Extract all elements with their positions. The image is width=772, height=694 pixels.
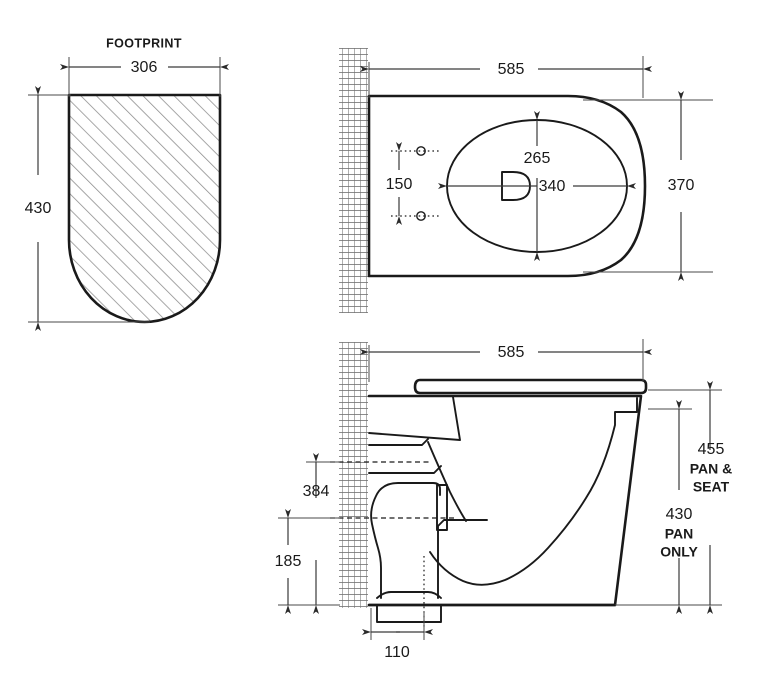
elevation-inlet-height-dimension: 384 bbox=[303, 453, 340, 614]
plan-wall bbox=[339, 48, 368, 313]
elevation-outlet-height-value: 185 bbox=[275, 553, 302, 570]
elevation-pan-seat-value: 455 bbox=[698, 441, 725, 458]
elevation-bowl-profile-right bbox=[429, 397, 638, 586]
elevation-inlet-step-upper bbox=[368, 438, 429, 446]
elevation-inlet-height-value: 384 bbox=[303, 483, 330, 500]
plan-width-value: 370 bbox=[668, 177, 695, 194]
elevation-pan-seat-height-dimension: 455 PAN & SEAT bbox=[615, 381, 733, 614]
elevation-length-dimension: 585 bbox=[360, 339, 652, 382]
elevation-pan-only-label-1: PAN bbox=[665, 526, 694, 542]
elevation-pan-outline bbox=[367, 394, 643, 607]
plan-pan-outline bbox=[367, 94, 647, 278]
plan-fixing-holes bbox=[391, 146, 441, 221]
elevation-outlet-offset-dimension: 110 bbox=[362, 608, 433, 661]
plan-bolt-spacing-value: 150 bbox=[386, 176, 413, 193]
elevation-inlet-wedge bbox=[368, 396, 461, 441]
footprint-view: FOOTPRINT 306 430 bbox=[25, 36, 229, 331]
elevation-trap-left bbox=[370, 482, 441, 599]
elevation-seat bbox=[413, 378, 648, 395]
plan-bolt-spacing-dimension: 150 bbox=[386, 142, 413, 225]
plan-bowl-width-value: 340 bbox=[539, 178, 566, 195]
footprint-shape bbox=[67, 93, 222, 324]
footprint-height-dimension: 430 bbox=[25, 86, 150, 331]
footprint-title: FOOTPRINT bbox=[106, 36, 182, 50]
elevation-pan-only-label-2: ONLY bbox=[660, 544, 698, 560]
elevation-pan-only-height-dimension: 430 PAN ONLY bbox=[648, 400, 698, 614]
elevation-wall bbox=[339, 342, 368, 608]
elevation-waste-pipe bbox=[376, 604, 442, 623]
elevation-length-value: 585 bbox=[498, 344, 525, 361]
footprint-width-value: 306 bbox=[131, 59, 158, 76]
plan-bowl-length-value: 265 bbox=[524, 150, 551, 167]
plan-length-dimension: 585 bbox=[360, 56, 652, 98]
elevation-inlet-step-lower bbox=[368, 465, 442, 474]
elevation-waste-flange-top bbox=[376, 591, 442, 599]
elevation-view: 585 455 PAN & SEAT 430 PAN ONLY 384 bbox=[275, 339, 733, 661]
plan-length-value: 585 bbox=[498, 61, 525, 78]
elevation-outlet-height-dimension: 185 bbox=[275, 509, 340, 614]
plan-width-dimension: 370 bbox=[583, 91, 713, 281]
footprint-height-value: 430 bbox=[25, 200, 52, 217]
elevation-pan-seat-label-1: PAN & bbox=[690, 461, 733, 477]
plan-view: 585 370 340 265 150 bbox=[339, 48, 713, 313]
plan-fixing-hole-lower bbox=[416, 211, 426, 221]
plan-fixing-hole-upper bbox=[416, 146, 426, 156]
elevation-trap-right bbox=[437, 519, 456, 599]
footprint-width-dimension: 306 bbox=[60, 57, 229, 97]
elevation-outlet-spigot bbox=[436, 484, 448, 531]
plan-bowl-length-dimension: 265 bbox=[524, 111, 551, 261]
plan-bowl-width-dimension: 340 bbox=[438, 178, 636, 195]
elevation-pan-only-value: 430 bbox=[666, 506, 693, 523]
elevation-bowl-profile-left bbox=[427, 441, 467, 522]
elevation-pan-seat-label-2: SEAT bbox=[693, 479, 730, 495]
elevation-outlet-offset-value: 110 bbox=[384, 644, 410, 661]
